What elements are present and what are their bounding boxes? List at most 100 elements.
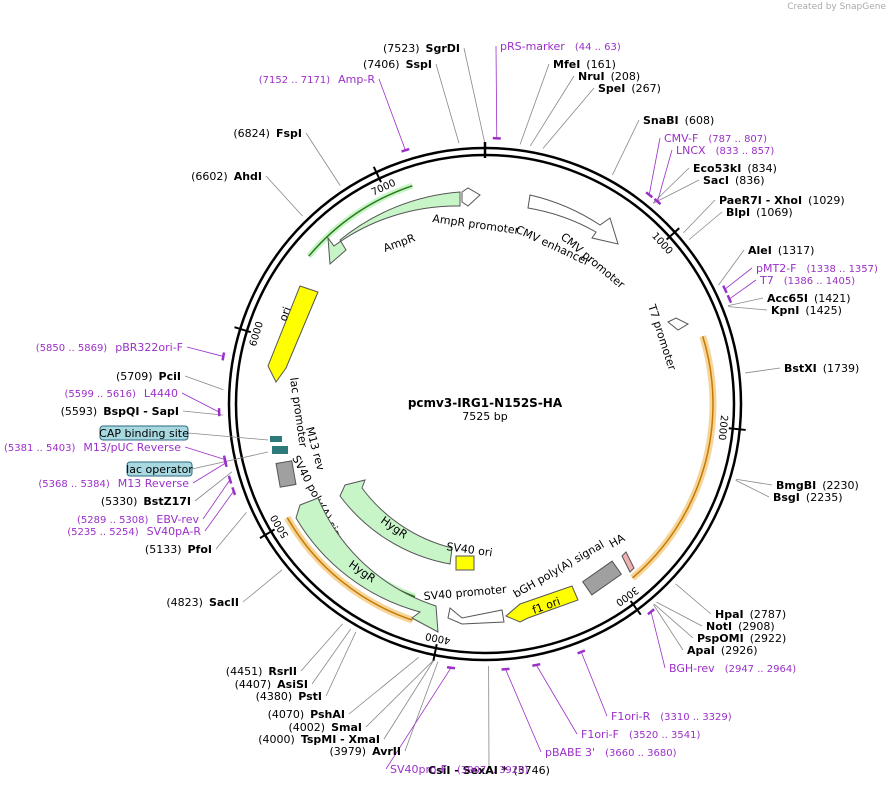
enzyme-name: AvrII — [372, 745, 401, 758]
enzyme-name: CsiI - SexAI * — [428, 764, 508, 777]
enzyme-position: (4000) — [258, 733, 295, 746]
enzyme-leader — [348, 657, 419, 715]
enzyme-position: (3979) — [330, 745, 367, 758]
enzyme-name: RsrII — [268, 665, 297, 678]
primer-site: (5289 .. 5308)EBV-rev — [77, 513, 199, 526]
enzyme-leader — [365, 660, 434, 728]
enzyme-name: SmaI — [331, 721, 362, 734]
primer-site: pRS-marker(44 .. 63) — [500, 40, 621, 53]
enzyme-position: (2787) — [750, 608, 787, 621]
enzyme-name: AhdI — [234, 170, 262, 183]
enzyme-site: Acc65I(1421) — [767, 292, 851, 305]
enzyme-leader — [656, 601, 703, 627]
enzyme-site: PspOMI(2922) — [697, 632, 786, 645]
enzyme-name: NotI — [706, 620, 732, 633]
enzyme-position: (5133) — [145, 543, 182, 556]
boxed-label: lac operator — [126, 463, 193, 476]
primer-leader — [186, 346, 224, 357]
primer-leader — [729, 279, 757, 300]
enzyme-name: SpeI — [598, 82, 625, 95]
enzyme-name: Acc65I — [767, 292, 808, 305]
svg-text:AmpR: AmpR — [382, 231, 418, 255]
enzyme-position: (1029) — [808, 194, 845, 207]
feature-t7-promoter: T7 promoter — [645, 302, 690, 372]
primer-site: F1ori-R(3310 .. 3329) — [611, 710, 732, 723]
primer-name: EBV-rev — [156, 513, 199, 526]
enzyme-name: PspOMI — [697, 632, 744, 645]
svg-text:SV40 ori: SV40 ori — [446, 540, 494, 559]
enzyme-name: FspI — [276, 127, 302, 140]
enzyme-site: MfeI(161) — [553, 58, 616, 71]
enzyme-position: (5330) — [101, 495, 138, 508]
enzyme-position: (7523) — [383, 42, 420, 55]
enzyme-position: (161) — [586, 58, 616, 71]
enzyme-site: (4823)SacII — [166, 596, 239, 609]
primer-leader — [378, 78, 406, 151]
primer-range: (5368 .. 5384) — [38, 479, 110, 490]
enzyme-position: (1069) — [756, 206, 793, 219]
enzyme-site: BstXI (1739) — [784, 362, 859, 375]
primer-mark — [223, 458, 228, 468]
primer-site: T7(1386 .. 1405) — [759, 274, 855, 287]
tick-label-2000: 2000 — [716, 414, 729, 440]
enzyme-name: AleI — [748, 244, 772, 257]
primer-name: pMT2-F — [756, 262, 797, 275]
primer-name: SV40pA-R — [147, 525, 202, 538]
enzyme-site: AleI(1317) — [748, 244, 814, 257]
primer-mark — [446, 666, 456, 670]
enzyme-site: CsiI - SexAI *(3746) — [428, 764, 550, 777]
primer-leader — [385, 667, 452, 770]
enzyme-leader — [463, 47, 485, 143]
enzyme-position: (608) — [685, 114, 715, 127]
primer-mark — [647, 608, 655, 616]
enzyme-site: (4000) TspMI - XmaI — [258, 733, 380, 746]
enzyme-leader — [305, 132, 341, 186]
enzyme-position: (4823) — [166, 596, 203, 609]
enzyme-leader — [184, 375, 224, 391]
tick-1000 — [665, 227, 680, 241]
enzyme-position: (4380) — [256, 690, 293, 703]
tick-label-3000: 3000 — [613, 584, 640, 608]
enzyme-name: BmgBI — [776, 479, 816, 492]
enzyme-site: SnaBI(608) — [643, 114, 714, 127]
enzyme-site: (5133)PfoI — [145, 543, 212, 556]
primer-range: (3310 .. 3329) — [660, 712, 732, 723]
enzyme-leader — [265, 175, 303, 217]
enzyme-leader — [325, 631, 357, 697]
primer-name: pBR322ori-F — [115, 341, 183, 354]
svg-text:HA: HA — [607, 531, 628, 550]
primer-marks — [217, 136, 733, 671]
enzyme-position: (4002) — [289, 721, 326, 734]
primer-name: L4440 — [144, 387, 178, 400]
tick-4000 — [432, 644, 438, 662]
svg-text:f1 ori: f1 ori — [531, 595, 562, 617]
primer-leader — [535, 664, 578, 735]
enzyme-leader — [683, 199, 716, 234]
primer-mark — [726, 294, 733, 304]
enzyme-leader — [735, 478, 773, 486]
enzyme-name: BstZ17I — [143, 495, 191, 508]
primer-site: (5381 .. 5403)M13/pUC Reverse — [4, 441, 181, 454]
enzyme-position: (1739) — [823, 362, 860, 375]
primer-name: pRS-marker — [500, 40, 565, 53]
enzyme-position: (2926) — [721, 644, 758, 657]
enzyme-leader — [519, 63, 550, 145]
primer-leader — [202, 479, 231, 520]
enzyme-site: (5709)PciI — [116, 370, 181, 383]
primer-leader — [650, 611, 666, 669]
primer-mark — [231, 486, 237, 496]
primer-name: SV40pro-F — [390, 763, 447, 776]
enzyme-position: (1425) — [805, 304, 842, 317]
enzyme-site: Eco53kI(834) — [693, 162, 777, 175]
primer-leader — [580, 651, 608, 717]
enzyme-name: KpnI — [771, 304, 799, 317]
enzyme-site: (5330) BstZ17I — [101, 495, 191, 508]
primer-name: M13 Reverse — [118, 477, 189, 490]
enzyme-name: BstXI — [784, 362, 817, 375]
primer-range: (5599 .. 5616) — [64, 389, 136, 400]
primer-range: (5381 .. 5403) — [4, 443, 76, 454]
enzyme-name: PshAI — [310, 708, 345, 721]
enzyme-name: TspMI - XmaI — [301, 733, 380, 746]
enzyme-site: (4070)PshAI — [268, 708, 345, 721]
